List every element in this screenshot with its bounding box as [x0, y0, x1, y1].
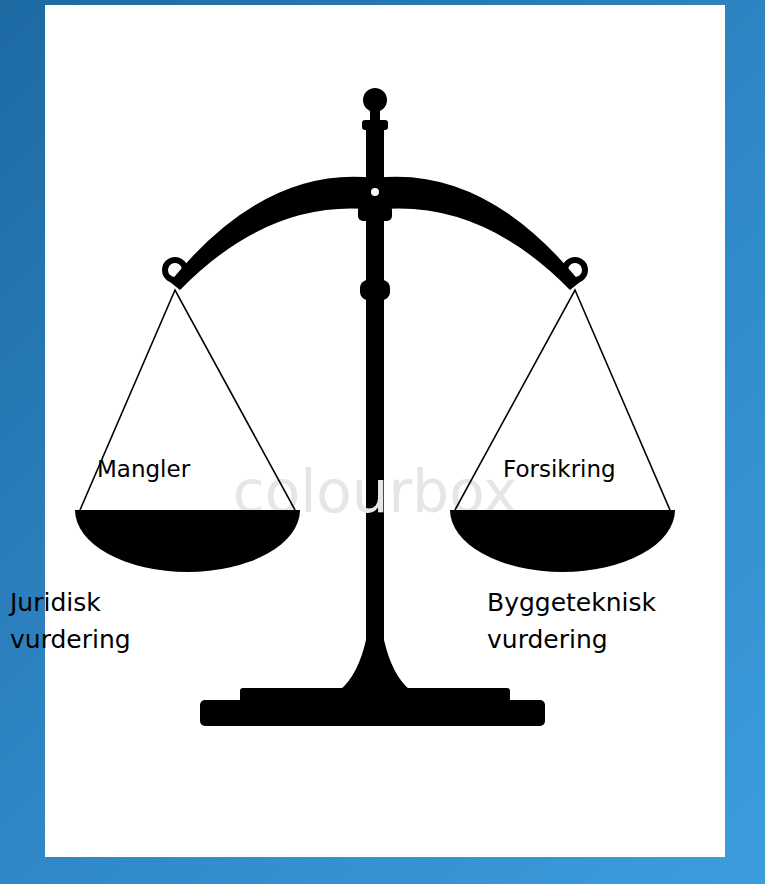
scale-pan: Forsikring: [450, 280, 675, 580]
pan-bowl: [450, 510, 675, 572]
white-panel: [45, 5, 725, 857]
hanging-rings: [165, 260, 585, 280]
pan-strings: [80, 290, 295, 510]
pan-outline: [450, 280, 675, 580]
pan-label: Forsikring: [503, 456, 616, 482]
pivot-dot: [371, 188, 379, 196]
pan-bowl: [75, 510, 300, 572]
caption-label: Byggeteknisk vurdering: [487, 584, 737, 658]
pan-label: Mangler: [97, 456, 190, 482]
caption-label: Juridisk vurdering: [10, 584, 210, 658]
pan-outline: [75, 280, 300, 580]
pan-strings: [455, 290, 670, 510]
scale-pan: Mangler: [75, 280, 300, 580]
